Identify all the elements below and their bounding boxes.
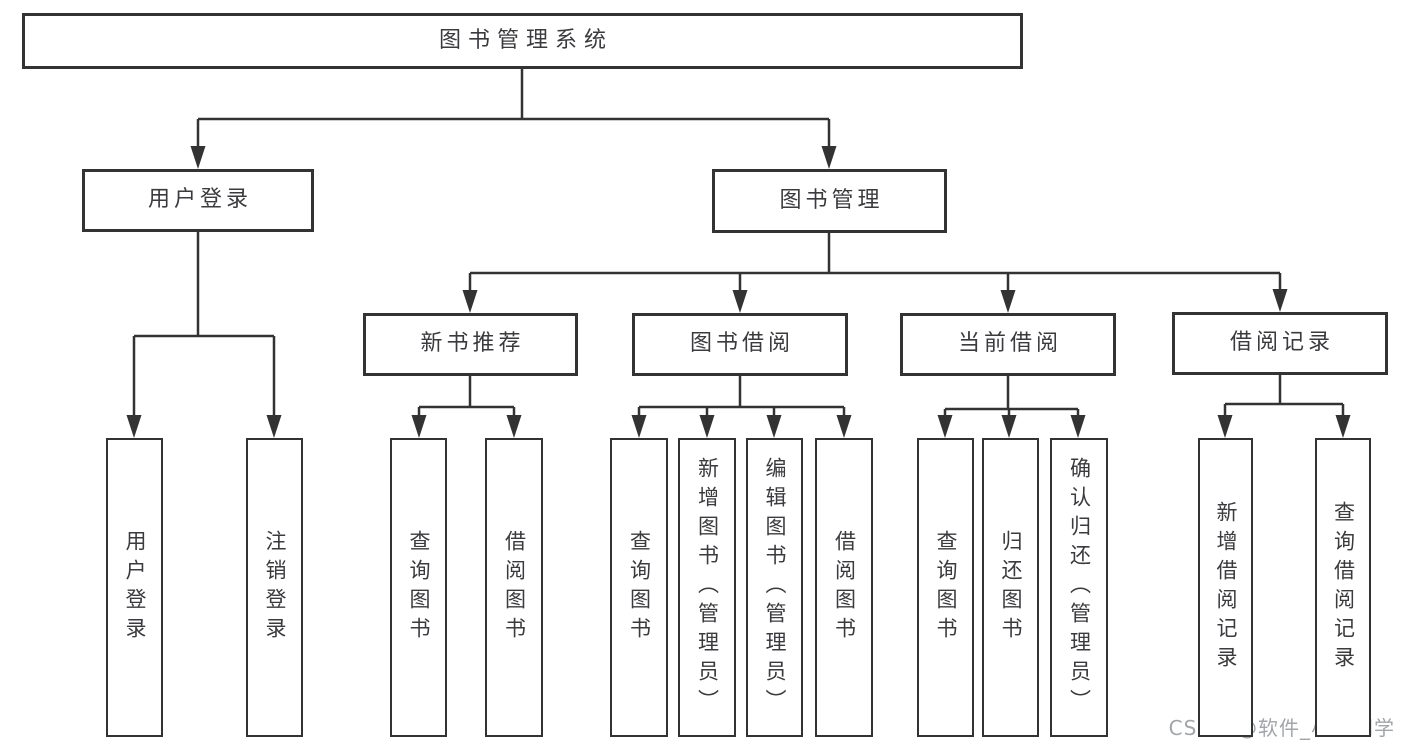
arrowhead-down-icon — [732, 290, 748, 313]
node-label-leaf-query-books-3: 查询图书 — [934, 529, 958, 646]
node-label-leaf-query-books-2: 查询图书 — [627, 529, 652, 646]
node-label-leaf-query-record: 查询借阅记录 — [1331, 500, 1356, 675]
arrowhead-down-icon — [190, 146, 206, 169]
node-borrowing-records: 借阅记录 — [1172, 312, 1388, 375]
arrowhead-down-icon — [821, 146, 837, 169]
arrowhead-down-icon — [1001, 415, 1017, 438]
node-leaf-logout: 注销登录 — [246, 438, 303, 737]
arrowhead-down-icon — [631, 415, 647, 438]
node-leaf-edit-books: 编辑图书（管理员） — [746, 438, 803, 737]
node-label-book-borrowing: 图书借阅 — [689, 331, 794, 357]
node-leaf-borrow-books-2: 借阅图书 — [815, 438, 873, 737]
node-new-book-recommend: 新书推荐 — [363, 313, 578, 376]
arrowhead-down-icon — [1335, 415, 1351, 438]
node-label-leaf-add-record: 新增借阅记录 — [1214, 500, 1238, 675]
arrowhead-down-icon — [1272, 289, 1288, 312]
node-current-borrowing: 当前借阅 — [900, 313, 1116, 376]
node-label-leaf-user-login: 用户登录 — [123, 529, 147, 646]
arrowhead-down-icon — [766, 415, 782, 438]
node-label-leaf-borrow-books-1: 借阅图书 — [502, 529, 527, 646]
node-book-management: 图书管理 — [712, 169, 947, 233]
arrowhead-down-icon — [1070, 415, 1086, 438]
arrowhead-down-icon — [462, 290, 478, 313]
node-label-borrowing-records: 借阅记录 — [1229, 330, 1334, 356]
node-label-user-login-group: 用户登录 — [147, 187, 252, 213]
arrowhead-down-icon — [266, 415, 282, 438]
node-root: 图书管理系统 — [22, 13, 1023, 69]
arrowhead-down-icon — [1000, 290, 1016, 313]
node-label-root: 图书管理系统 — [438, 27, 613, 53]
node-leaf-query-books-1: 查询图书 — [390, 438, 447, 737]
arrowhead-down-icon — [411, 415, 427, 438]
node-book-borrowing: 图书借阅 — [632, 313, 848, 376]
node-label-leaf-add-books: 新增图书（管理员） — [695, 457, 720, 718]
node-label-book-management: 图书管理 — [779, 187, 884, 213]
node-user-login-group: 用户登录 — [82, 169, 314, 232]
arrowhead-down-icon — [937, 415, 953, 438]
node-leaf-return-books: 归还图书 — [982, 438, 1039, 737]
node-label-leaf-edit-books: 编辑图书（管理员） — [763, 457, 787, 718]
arrowhead-down-icon — [126, 415, 142, 438]
node-leaf-query-books-3: 查询图书 — [917, 438, 974, 737]
node-label-new-book-recommend: 新书推荐 — [420, 331, 525, 357]
arrowhead-down-icon — [1217, 415, 1233, 438]
node-leaf-add-books: 新增图书（管理员） — [678, 438, 736, 737]
node-label-leaf-return-books: 归还图书 — [999, 529, 1023, 646]
node-leaf-query-record: 查询借阅记录 — [1315, 438, 1371, 737]
arrowhead-down-icon — [506, 415, 522, 438]
node-label-leaf-borrow-books-2: 借阅图书 — [832, 529, 857, 646]
node-leaf-query-books-2: 查询图书 — [610, 438, 668, 737]
node-label-leaf-query-books-1: 查询图书 — [407, 529, 431, 646]
node-leaf-user-login: 用户登录 — [106, 438, 163, 737]
node-leaf-confirm-return: 确认归还（管理员） — [1050, 438, 1108, 737]
node-leaf-add-record: 新增借阅记录 — [1198, 438, 1253, 737]
node-label-leaf-confirm-return: 确认归还（管理员） — [1067, 457, 1092, 718]
node-leaf-borrow-books-1: 借阅图书 — [485, 438, 543, 737]
arrowhead-down-icon — [699, 415, 715, 438]
node-label-leaf-logout: 注销登录 — [263, 529, 287, 646]
arrowhead-down-icon — [836, 415, 852, 438]
node-label-current-borrowing: 当前借阅 — [957, 331, 1062, 357]
